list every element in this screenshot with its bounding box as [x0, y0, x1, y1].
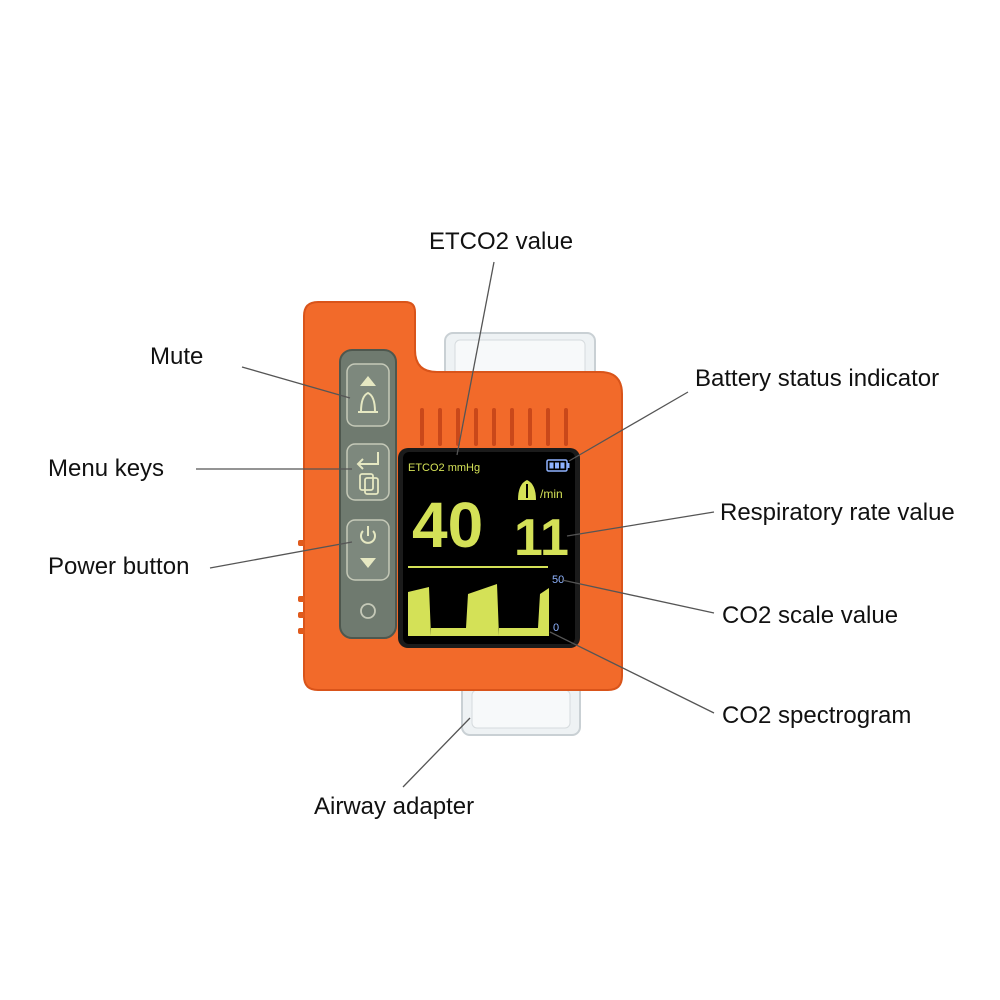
leader-battery: [568, 391, 689, 462]
label-co2-spectrogram: CO2 spectrogram: [722, 702, 912, 729]
side-grip: [298, 540, 305, 634]
leader-rr: [566, 511, 715, 537]
leader-airway: [402, 717, 471, 788]
respiratory-bell-icon: [518, 480, 536, 500]
label-menu-keys: Menu keys: [48, 455, 165, 482]
rr-value: 11: [514, 509, 569, 567]
power-icon: [360, 526, 376, 544]
enter-icon: [356, 452, 379, 470]
power-button[interactable]: [346, 519, 390, 581]
label-etco2-value: ETCO2 value: [429, 228, 574, 255]
airway-adapter: [461, 682, 581, 736]
etco2-value: 40: [412, 489, 483, 561]
co2-waveform: [408, 584, 549, 636]
leader-etco2: [456, 261, 495, 456]
down-arrow-icon: [360, 558, 376, 568]
mute-bell-icon: [358, 391, 378, 413]
leader-power: [209, 541, 353, 569]
label-power-button: Power button: [48, 553, 190, 580]
label-battery-status: Battery status indicator: [695, 365, 940, 392]
leader-scale: [561, 579, 715, 614]
leader-lines: [196, 261, 715, 788]
leader-mute: [241, 366, 351, 399]
airway-adapter-top: [444, 332, 596, 384]
etco2-header: ETCO2 mmHg: [408, 462, 480, 474]
up-arrow-icon: [360, 376, 376, 386]
label-respiratory-rate: Respiratory rate value: [720, 499, 955, 526]
label-airway-adapter: Airway adapter: [314, 793, 475, 820]
leader-spectrogram: [549, 631, 715, 714]
rr-unit: /min: [540, 487, 563, 501]
status-led: [360, 603, 376, 619]
menu-button[interactable]: [346, 443, 390, 501]
vent-slots: [420, 408, 568, 446]
scale-min: 0: [553, 622, 559, 634]
battery-icon: [546, 459, 570, 472]
label-co2-scale: CO2 scale value: [722, 602, 899, 629]
menu-pages-icon: [359, 473, 379, 495]
label-mute: Mute: [150, 343, 204, 370]
mute-button[interactable]: [346, 363, 390, 427]
scale-max: 50: [552, 574, 564, 586]
